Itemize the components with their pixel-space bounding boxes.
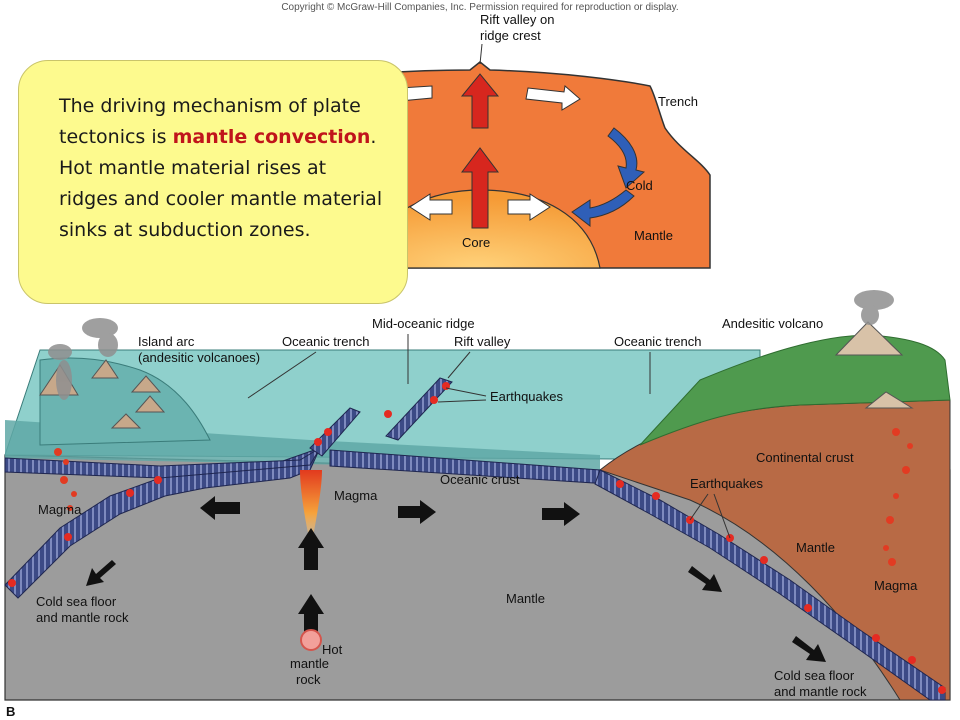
island-arc-label-1: Island arc (138, 334, 195, 349)
slab-top-left (4, 447, 321, 479)
hot-rock-label-2: mantle (290, 656, 329, 671)
core-label: Core (462, 235, 490, 250)
panel-b-letter: B (6, 704, 15, 719)
rising-arrow-lower (461, 147, 499, 229)
callout-highlight: mantle convection (172, 126, 371, 148)
magma-plume (300, 470, 322, 548)
oceanic-trench-left-label: Oceanic trench (282, 334, 369, 349)
rift-leader-b (447, 351, 471, 379)
andesitic-volcano-label: Andesitic volcano (722, 316, 823, 331)
sinking-arrow-right (607, 127, 646, 189)
volcano-4 (110, 413, 142, 429)
ridge-segment (309, 407, 361, 457)
bottom-flow-left-arrow (409, 193, 453, 221)
arrow-down-right-2 (792, 636, 826, 662)
rift-label-line1: Rift valley on (480, 12, 554, 27)
cold-sea-right-2: and mantle rock (774, 684, 867, 699)
arrow-up-upper (298, 528, 324, 570)
explanation-callout: The driving mechanism of plate tectonics… (18, 60, 408, 304)
island-arc (39, 357, 211, 446)
mantle-center-label: Mantle (506, 591, 545, 606)
arrow-right-1 (398, 500, 436, 524)
callout-text-part2: . Hot mantle material rises at ridges an… (59, 126, 383, 241)
cold-sea-left-2: and mantle rock (36, 610, 129, 625)
earthquakes-top-label: Earthquakes (490, 389, 563, 404)
continental-crust-label: Continental crust (756, 450, 854, 465)
hot-rock-label-1: Hot (322, 642, 343, 657)
continent-land (639, 334, 951, 446)
trench-label: Trench (658, 94, 698, 109)
magma-left-label: Magma (38, 502, 82, 517)
earthquakes-right-label: Earthquakes (690, 476, 763, 491)
slab-right (594, 469, 946, 701)
rift-valley-label: Rift valley (454, 334, 511, 349)
magma-right-label: Magma (874, 578, 918, 593)
bottom-flow-right-arrow (507, 193, 551, 221)
island-arc-label-2: (andesitic volcanoes) (138, 350, 260, 365)
volcano-3 (134, 395, 166, 413)
mid-oceanic-ridge-label: Mid-oceanic ridge (372, 316, 475, 331)
eq-right-leader-2 (713, 493, 731, 539)
eq-leader-2 (437, 399, 487, 403)
rift-leader (479, 43, 483, 65)
cold-sea-left-1: Cold sea floor (36, 594, 117, 609)
top-flow-right-arrow (525, 85, 581, 111)
cold-sea-right-1: Cold sea floor (774, 668, 855, 683)
volcano-1 (90, 359, 119, 379)
arrow-left-mid (200, 496, 240, 520)
rising-arrow-upper (460, 73, 500, 129)
trench-left-leader (247, 351, 317, 399)
rift-label-line2: ridge crest (480, 28, 541, 43)
eq-leader-1 (445, 387, 487, 397)
rift-segment (385, 377, 453, 441)
magma-droplets (54, 428, 913, 566)
volcano-2 (130, 375, 162, 393)
arrow-right-2 (542, 502, 580, 526)
cold-label: Cold (626, 178, 653, 193)
hot-rock-marker (300, 629, 322, 651)
sinking-arrow-bottom (571, 189, 635, 228)
mantle-right-label: Mantle (796, 540, 835, 555)
eq-right-leader-1 (689, 493, 709, 521)
arrow-down-left (86, 560, 116, 586)
oceanic-crust-label: Oceanic crust (440, 472, 520, 487)
hot-rock-label-3: rock (296, 672, 321, 687)
andesitic-volcano (834, 321, 904, 356)
mantle-label-a: Mantle (634, 228, 673, 243)
copyright-text: Copyright © McGraw-Hill Companies, Inc. … (281, 2, 678, 13)
diagram-b: Island arc (andesitic volcanoes) Oceanic… (4, 290, 951, 719)
magma-center-label: Magma (334, 488, 378, 503)
callout-text-part1: The driving mechanism of plate tectonics… (59, 95, 361, 148)
oceanic-trench-right-label: Oceanic trench (614, 334, 701, 349)
small-volcano-right (864, 391, 914, 409)
smoke-plumes (48, 290, 894, 400)
arrow-down-right-1 (688, 566, 722, 592)
